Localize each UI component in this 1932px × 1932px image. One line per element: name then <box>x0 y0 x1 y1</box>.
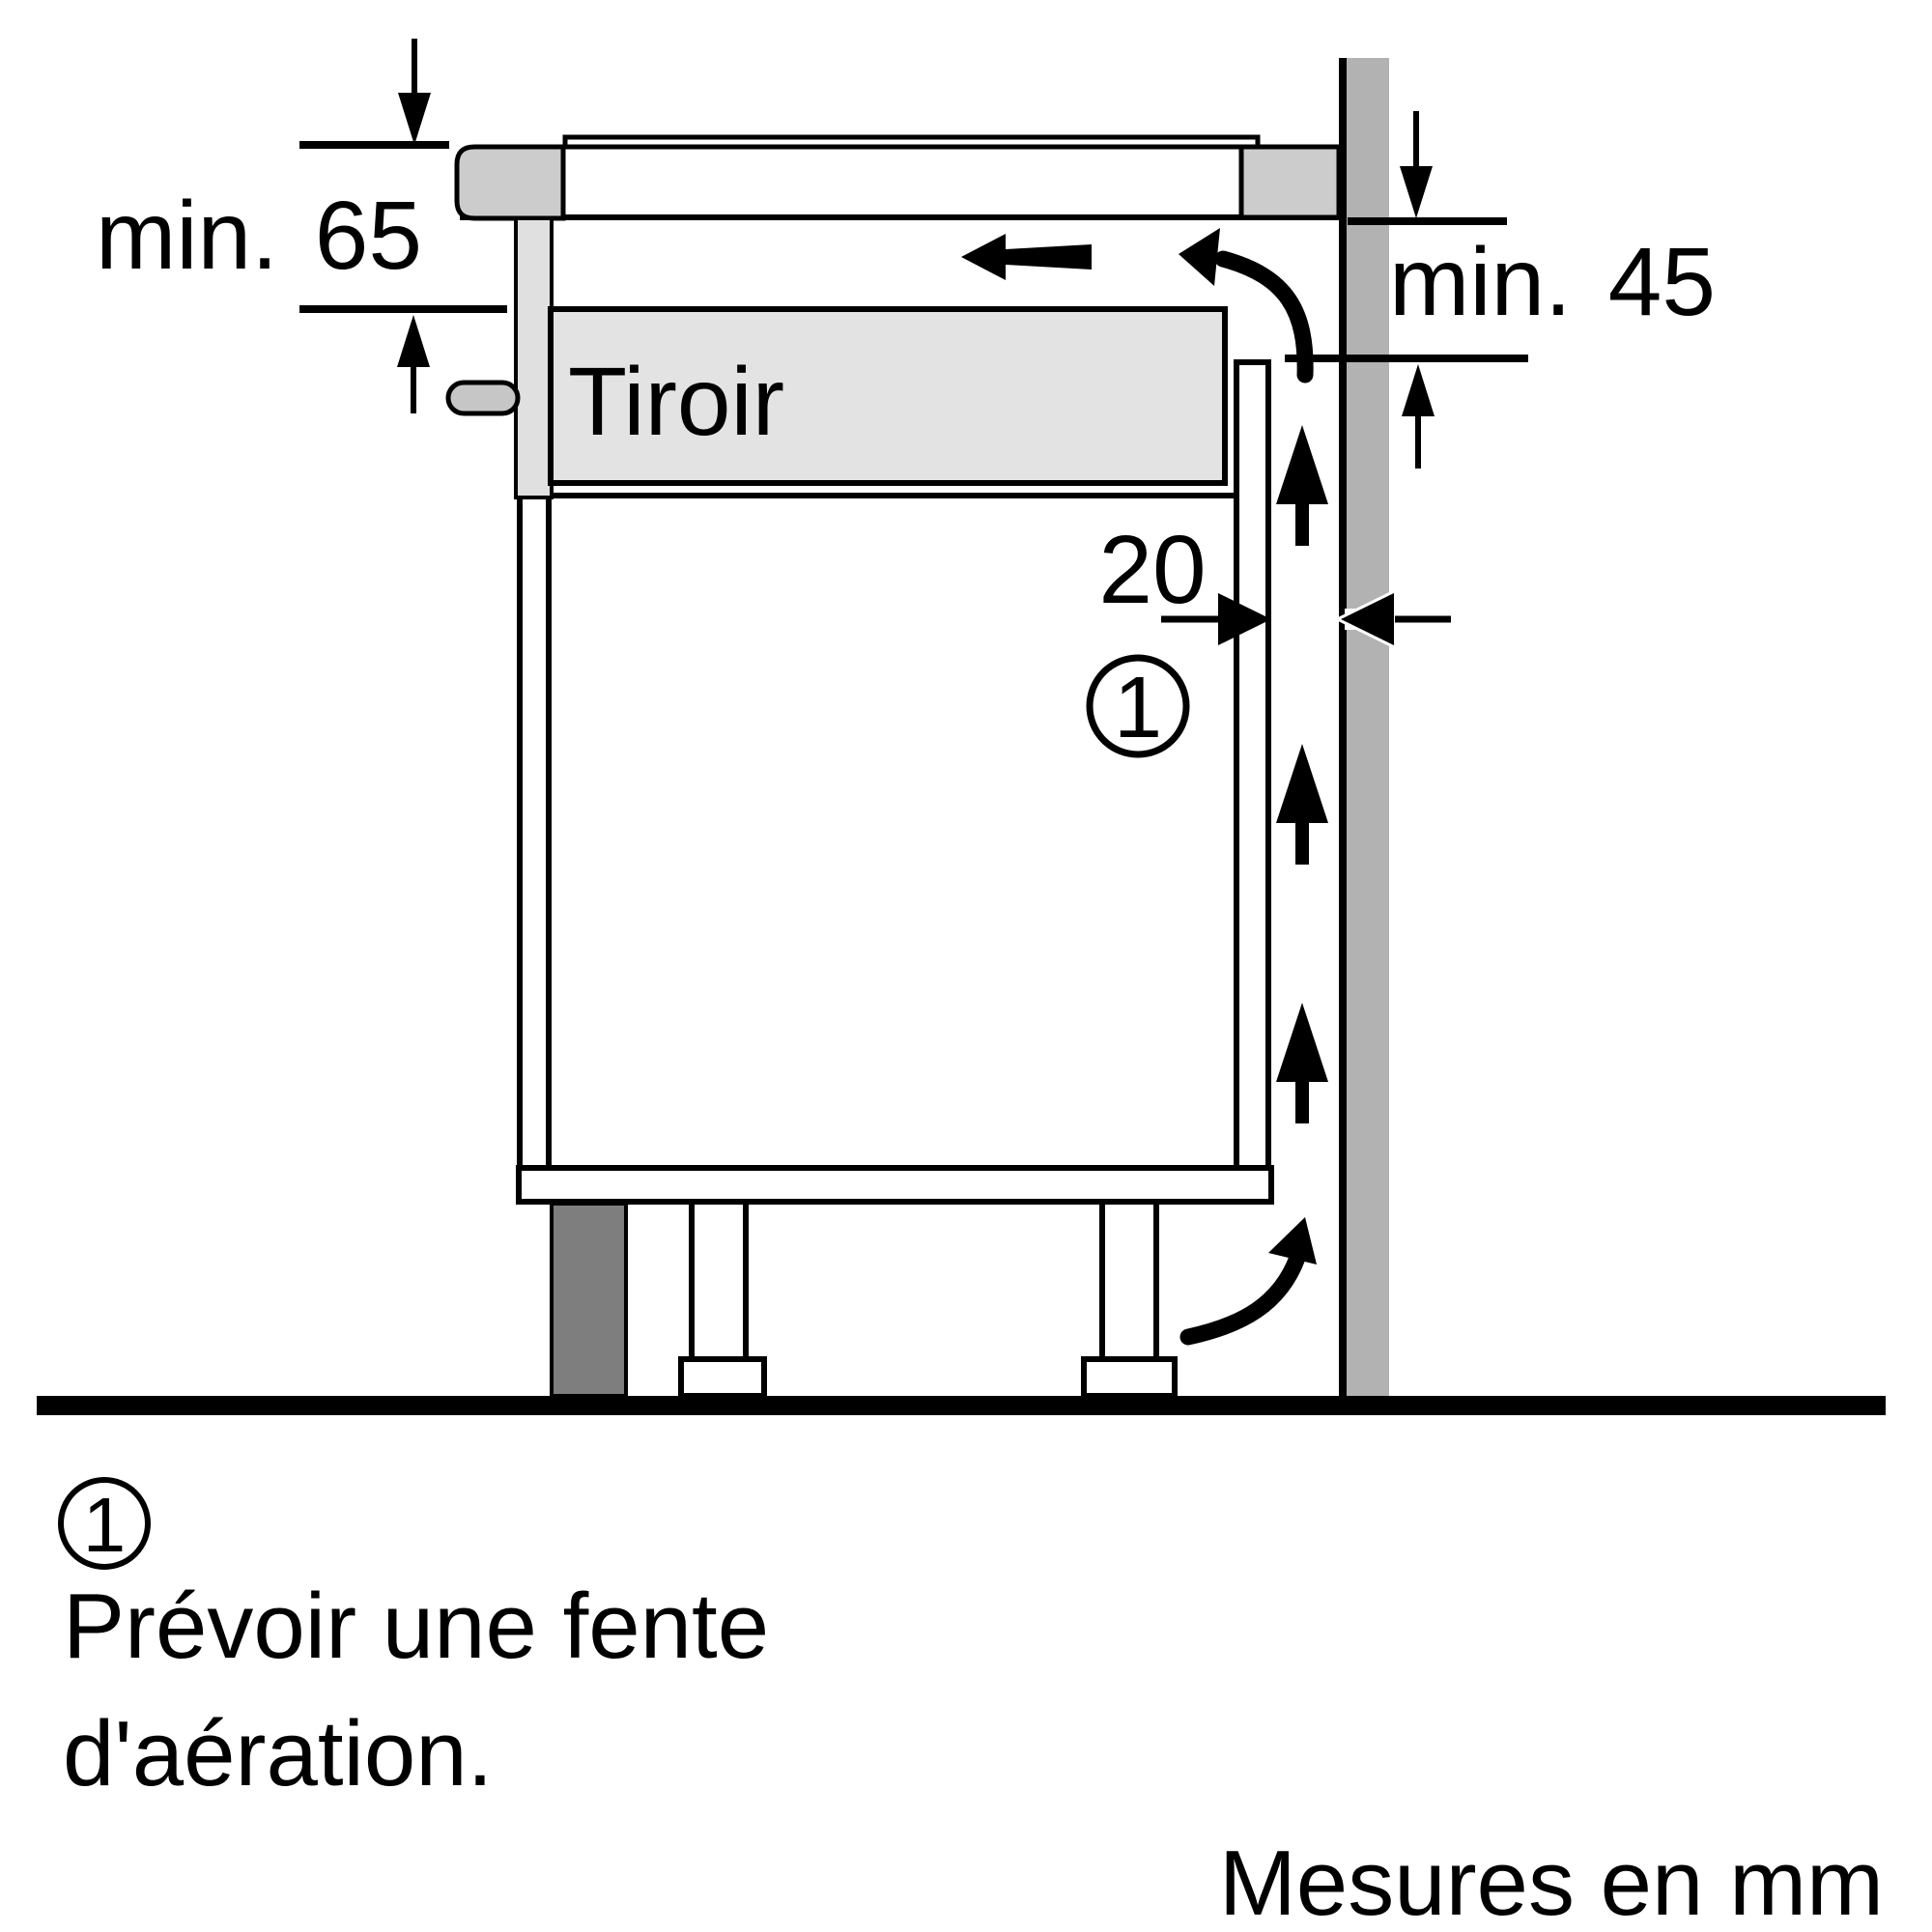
dimension-min-45: min. 45 <box>1285 111 1716 469</box>
airflow-arrow-curved-bottom-icon <box>1179 1217 1317 1346</box>
leg-foot <box>1081 1356 1178 1399</box>
airflow-arrow-curved-top-icon <box>1179 228 1314 384</box>
footnote: 1 Prévoir une fente d'aération. <box>58 1477 769 1805</box>
hob-chassis-side <box>514 216 554 499</box>
dimension-min-65: min. 65 <box>96 39 507 413</box>
right-arrow-head-icon <box>1218 593 1271 645</box>
hob-frame-left <box>454 144 566 221</box>
dimension-label: min. 65 <box>96 182 422 290</box>
plinth-block <box>550 1202 628 1398</box>
callout-1-diagram: 1 <box>1086 654 1190 758</box>
cabinet-bottom-panel <box>516 1165 1274 1205</box>
down-arrow-head-icon <box>398 93 431 145</box>
footnote-marker-number: 1 <box>83 1482 127 1568</box>
floor-line <box>37 1396 1886 1415</box>
airflow-arrow-up-1-icon <box>1276 425 1328 546</box>
cabinet-left-wall-inner <box>546 497 552 1171</box>
cabinet-leg-right <box>1081 1199 1178 1399</box>
cabinet-leg-left <box>678 1199 767 1399</box>
wall <box>1339 58 1389 1396</box>
leg-shaft <box>689 1199 749 1367</box>
footnote-text-line1: Prévoir une fente <box>63 1575 769 1678</box>
cabinet: Tiroir <box>516 306 1274 1399</box>
leg-shaft <box>1099 1199 1159 1367</box>
drawer-label: Tiroir <box>568 348 784 456</box>
wall-fill <box>1347 58 1389 1396</box>
up-arrow-head-icon <box>1402 364 1435 416</box>
airflow-arrow-up-2-icon <box>1276 744 1328 865</box>
airflow-arrow-up-3-icon <box>1276 1003 1328 1123</box>
wall-surface-line <box>1339 58 1347 1396</box>
hob-glass-top <box>562 134 1261 150</box>
footnote-marker-circle-icon <box>58 1477 151 1570</box>
hob-frame-right <box>1238 144 1342 220</box>
drawer-box <box>548 306 1228 486</box>
down-arrow-head-icon <box>1400 166 1433 218</box>
left-arrow-head-icon <box>1334 588 1397 650</box>
callout-number: 1 <box>1114 660 1162 756</box>
airflow-arrow-left-icon <box>961 234 1092 280</box>
leg-foot <box>678 1356 767 1399</box>
callout-circle-icon <box>1086 654 1190 758</box>
dimension-label: min. 45 <box>1389 228 1716 336</box>
up-arrow-head-icon <box>397 315 430 367</box>
footnote-text-line2: d'aération. <box>63 1702 493 1805</box>
cabinet-left-wall-outer <box>517 497 523 1205</box>
airflow-arrows <box>961 228 1328 1346</box>
dimension-label: 20 <box>1098 516 1206 624</box>
dimension-rear-gap-20: 20 <box>1098 516 1451 650</box>
units-note: Mesures en mm <box>1219 1832 1884 1932</box>
cabinet-back-panel <box>1234 359 1271 1171</box>
worktop-and-hob <box>445 134 1343 499</box>
fixing-clamp <box>445 380 521 416</box>
